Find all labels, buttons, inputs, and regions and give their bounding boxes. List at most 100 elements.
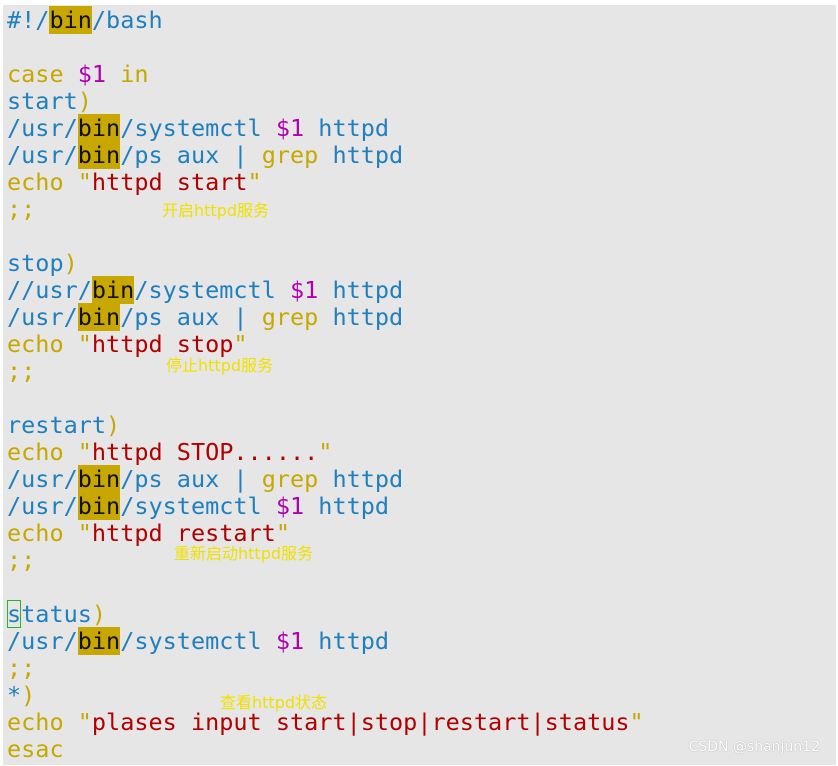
code-token: /systemctl bbox=[134, 276, 276, 304]
code-line-restart-label: restart) bbox=[7, 412, 120, 439]
code-token: httpd start bbox=[91, 168, 248, 196]
code-token: httpd STOP...... bbox=[91, 438, 319, 466]
code-token: start bbox=[7, 87, 78, 115]
code-token: " bbox=[318, 438, 333, 466]
code-token: " bbox=[77, 708, 92, 736]
code-token: /bash bbox=[91, 6, 163, 34]
code-token: httpd bbox=[318, 492, 390, 520]
code-token: " bbox=[77, 168, 92, 196]
search-highlight: bin bbox=[49, 6, 92, 34]
code-token: echo bbox=[7, 519, 64, 547]
code-token: echo bbox=[7, 168, 64, 196]
code-line: echo "plases input start|stop|restart|st… bbox=[7, 709, 644, 736]
code-token: httpd bbox=[332, 303, 404, 331]
code-token: case bbox=[7, 60, 64, 88]
search-highlight: bin bbox=[77, 627, 121, 655]
code-line: /usr/bin/ps aux | grep httpd bbox=[7, 465, 404, 493]
code-token: /usr/ bbox=[7, 303, 78, 331]
code-line-status-label: status) bbox=[7, 600, 107, 628]
code-token: /usr/ bbox=[7, 465, 78, 493]
search-highlight: bin bbox=[91, 276, 135, 304]
code-token: echo bbox=[7, 330, 64, 358]
code-token: " bbox=[77, 330, 92, 358]
code-token: httpd bbox=[332, 141, 404, 169]
code-line: ;; bbox=[7, 196, 35, 223]
code-token: ;; bbox=[7, 546, 36, 574]
code-line: //usr/bin/systemctl $1 httpd bbox=[7, 276, 404, 304]
code-token: /ps aux | bbox=[120, 303, 248, 331]
code-line-shebang: #!/bin/bash bbox=[7, 6, 163, 34]
annotation-start: 开启httpd服务 bbox=[162, 201, 270, 220]
search-highlight: bin bbox=[77, 465, 121, 493]
code-token: /ps aux | bbox=[120, 465, 248, 493]
code-token: ;; bbox=[7, 195, 36, 223]
code-token: #!/ bbox=[7, 6, 50, 34]
search-highlight: bin bbox=[77, 303, 121, 331]
code-line: echo "httpd restart" bbox=[7, 520, 290, 547]
code-token: " bbox=[275, 519, 290, 547]
code-token: ) bbox=[91, 600, 107, 628]
code-token: echo bbox=[7, 438, 64, 466]
code-line: ;; bbox=[7, 358, 35, 385]
code-line: ;; bbox=[7, 547, 35, 574]
code-token: " bbox=[77, 438, 92, 466]
search-highlight: bin bbox=[77, 114, 121, 142]
code-token: httpd bbox=[318, 627, 390, 655]
code-line: echo "httpd STOP......" bbox=[7, 439, 332, 466]
code-token: httpd bbox=[332, 276, 404, 304]
code-token: restart bbox=[7, 411, 107, 439]
code-line: /usr/bin/systemctl $1 httpd bbox=[7, 492, 390, 520]
code-token: ) bbox=[106, 411, 121, 439]
code-line: /usr/bin/systemctl $1 httpd bbox=[7, 627, 390, 655]
code-line: /usr/bin/ps aux | grep httpd bbox=[7, 141, 404, 169]
code-token: ) bbox=[21, 681, 36, 709]
code-token: $1 bbox=[275, 627, 305, 655]
code-token: grep bbox=[261, 141, 319, 169]
code-token: tatus bbox=[21, 600, 92, 628]
code-token: /usr/ bbox=[7, 114, 78, 142]
code-line: echo "httpd stop" bbox=[7, 331, 248, 358]
code-token: httpd stop bbox=[91, 330, 234, 358]
code-line-default-label: *) bbox=[7, 682, 35, 709]
code-token: $1 bbox=[289, 276, 319, 304]
code-token: stop bbox=[7, 249, 64, 277]
code-token: " bbox=[77, 519, 92, 547]
code-token: plases input start|stop|restart|status bbox=[91, 708, 630, 736]
search-highlight: bin bbox=[77, 492, 121, 520]
code-token: " bbox=[233, 330, 248, 358]
annotation-status: 查看httpd状态 bbox=[220, 693, 328, 712]
code-token: ;; bbox=[7, 357, 36, 385]
code-token: httpd restart bbox=[91, 519, 276, 547]
code-line: echo "httpd start" bbox=[7, 169, 262, 196]
code-line: /usr/bin/systemctl $1 httpd bbox=[7, 114, 389, 142]
watermark: CSDN @shanjun12 bbox=[688, 739, 820, 755]
terminal-editor[interactable]: #!/bin/bash case $1 in start) /usr/bin/s… bbox=[3, 5, 836, 765]
code-token: * bbox=[7, 681, 22, 709]
annotation-stop: 停止httpd服务 bbox=[166, 356, 274, 375]
code-token: /systemctl bbox=[120, 492, 262, 520]
code-token: httpd bbox=[332, 465, 404, 493]
code-line-stop-label: stop) bbox=[7, 250, 78, 277]
code-token: " bbox=[247, 168, 262, 196]
text-cursor[interactable]: s bbox=[7, 600, 22, 628]
annotation-restart: 重新启动httpd服务 bbox=[174, 544, 314, 563]
code-token: $1 bbox=[275, 492, 305, 520]
code-token: ;; bbox=[7, 654, 36, 682]
code-token: grep bbox=[261, 465, 319, 493]
code-line: ;; bbox=[7, 655, 35, 682]
search-highlight: bin bbox=[77, 141, 121, 169]
code-token: /usr/ bbox=[7, 627, 78, 655]
code-token: /usr/ bbox=[7, 492, 78, 520]
code-line: /usr/bin/ps aux | grep httpd bbox=[7, 303, 404, 331]
code-token: ) bbox=[77, 87, 92, 115]
code-token: " bbox=[629, 708, 644, 736]
code-token: //usr/ bbox=[7, 276, 92, 304]
code-line-start-label: start) bbox=[7, 88, 92, 115]
code-token: in bbox=[120, 60, 149, 88]
code-token: echo bbox=[7, 708, 64, 736]
code-token: /systemctl bbox=[120, 627, 262, 655]
code-token: ) bbox=[63, 249, 78, 277]
code-token: /usr/ bbox=[7, 141, 78, 169]
code-token: grep bbox=[261, 303, 319, 331]
code-line-esac: esac bbox=[7, 736, 64, 763]
